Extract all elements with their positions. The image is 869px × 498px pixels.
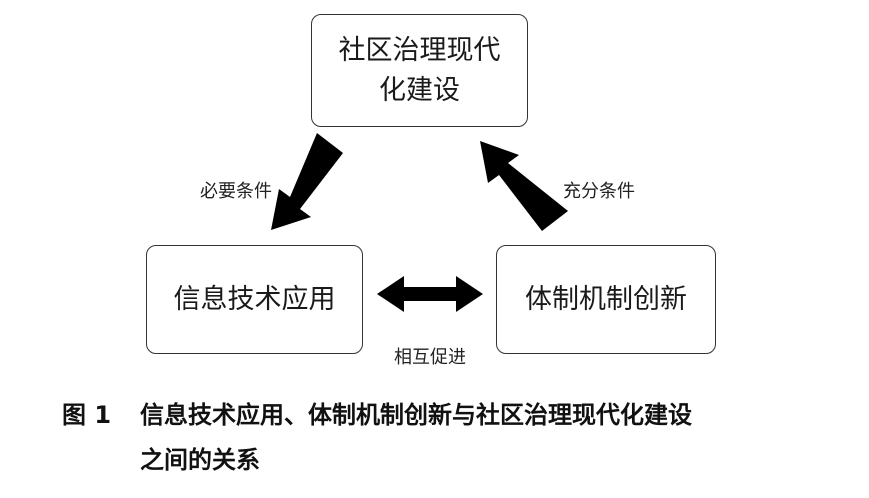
arrow-top-to-left — [271, 133, 343, 230]
node-information-technology-application: 信息技术应用 — [146, 245, 363, 354]
figure-number: 图 1 — [62, 401, 112, 429]
double-arrow-left-right — [377, 276, 483, 312]
figure-caption-line-2: 之间的关系 — [140, 446, 260, 474]
node-label: 体制机制创新 — [525, 283, 687, 315]
edge-label-necessary-condition: 必要条件 — [200, 181, 272, 202]
figure-caption-line-1: 信息技术应用、体制机制创新与社区治理现代化建设 — [140, 401, 692, 429]
edge-label-mutual-promotion: 相互促进 — [394, 347, 466, 368]
node-institutional-mechanism-innovation: 体制机制创新 — [496, 245, 716, 354]
node-label: 信息技术应用 — [173, 283, 336, 315]
edge-label-sufficient-condition: 充分条件 — [563, 181, 635, 202]
arrow-right-to-top — [480, 141, 568, 231]
node-label: 社区治理现代化建设 — [338, 34, 501, 106]
node-community-governance-modernization: 社区治理现代化建设 — [311, 14, 528, 127]
